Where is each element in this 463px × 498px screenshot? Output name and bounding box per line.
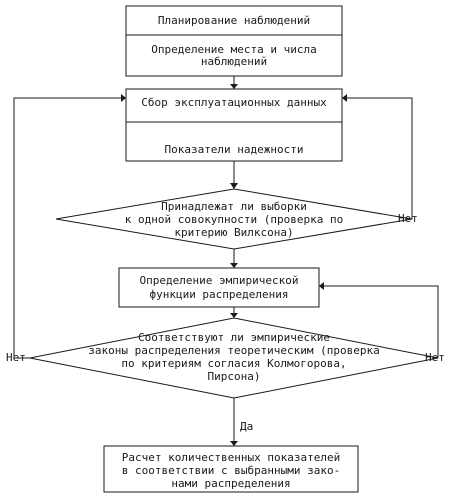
yes-label: Да (240, 420, 253, 433)
plan-label: Планирование наблюдений (158, 14, 310, 27)
collect-label: Сбор эксплуатационных данных (141, 96, 327, 109)
no-right-1-label: Нет (398, 212, 418, 225)
laws-check-line-3: по критериям согласия Колмогорова, (121, 357, 346, 370)
calc-label-line-2: в соответствии с выбранными зако- (122, 464, 341, 477)
no-loop-right-1 (347, 97, 413, 219)
sample-check-line-3: критерию Вилксона) (174, 226, 293, 239)
laws-check-line-4: Пирсона) (208, 370, 261, 383)
place-label-line-2: наблюдений (201, 55, 267, 68)
empirical-box (118, 267, 320, 308)
collect-box (125, 88, 343, 162)
place-label-line-1: Определение места и числа (151, 43, 317, 56)
no-loop-right-2 (324, 285, 439, 358)
arrowhead-collect-top (230, 84, 238, 89)
arrowhead-calc-top (230, 441, 238, 446)
arrowhead-no-right-2 (319, 282, 324, 290)
arrowhead-laws-check-top (230, 313, 238, 318)
calc-label-line-3: нами распределения (171, 477, 290, 490)
arrowhead-empirical-top (230, 263, 238, 268)
arrowhead-no-right-1 (342, 94, 347, 102)
no-loop-left (13, 97, 121, 359)
no-right-2-label: Нет (425, 351, 445, 364)
empirical-label-line-1: Определение эмпирической (140, 274, 299, 287)
no-left-label: Нет (6, 351, 26, 364)
plan-box (125, 5, 343, 77)
arrowhead-sample-check-top (230, 183, 238, 189)
laws-check-line-2: законы распределения теоретическим (пров… (88, 344, 379, 357)
calc-box (103, 445, 359, 493)
arrowhead-no-left (121, 94, 126, 102)
laws-check-line-1: Соответствуют ли эмпирические (138, 331, 330, 344)
sample-check-line-2: к одной совокупности (проверка по (125, 213, 344, 226)
sample-check-line-1: Принадлежат ли выборки (161, 200, 307, 213)
empirical-label-line-2: функции распределения (149, 288, 288, 301)
indicators-label: Показатели надежности (164, 143, 303, 156)
calc-label-line-1: Расчет количественных показателей (122, 451, 341, 464)
